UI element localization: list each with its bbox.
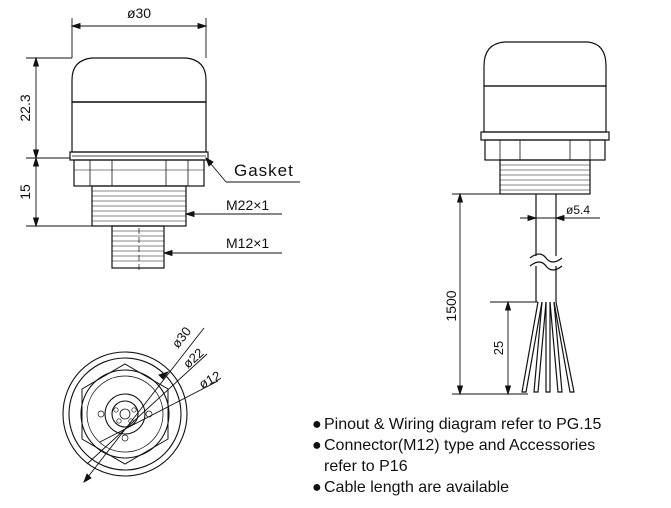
label-m22: M22×1 [226, 197, 269, 213]
notes-block: ● Pinout & Wiring diagram refer to PG.15… [312, 414, 667, 498]
side-view-cable [480, 41, 610, 393]
note-pinout-text: Pinout & Wiring diagram refer to PG.15 [324, 416, 602, 433]
label-bottom-dia30: ø30 [169, 324, 195, 351]
label-22-3: 22.3 [17, 94, 33, 121]
note-connector-text: Connector(M12) type and Accessories [324, 437, 596, 454]
bottom-dim-leaders [83, 327, 219, 484]
bullet-icon: ● [312, 416, 322, 433]
label-gasket: Gasket [234, 161, 294, 180]
dim-cable-lengths [452, 192, 538, 396]
label-bottom-dia12: ø12 [196, 368, 223, 392]
m22-leader [184, 210, 282, 218]
label-1500: 1500 [443, 290, 459, 321]
label-dia30-top: ø30 [127, 5, 151, 21]
dim-cable-dia [520, 214, 600, 222]
bottom-view [62, 351, 188, 477]
dim-dia30-top [70, 18, 208, 58]
label-m12: M12×1 [226, 235, 269, 251]
note-cable-length: ● Cable length are available [312, 477, 667, 498]
note-pinout: ● Pinout & Wiring diagram refer to PG.15 [312, 414, 667, 435]
bullet-icon: ● [312, 479, 322, 496]
note-connector: ● Connector(M12) type and Accessories [312, 435, 667, 456]
label-15: 15 [17, 184, 33, 200]
note-cable-length-text: Cable length are available [324, 479, 510, 496]
side-view-connector [69, 57, 209, 272]
bullet-icon: ● [312, 437, 322, 454]
dim-heights [26, 56, 92, 228]
note-connector-text-2: refer to P16 [324, 458, 408, 475]
label-25: 25 [491, 341, 506, 355]
m12-leader [162, 249, 282, 257]
label-bottom-dia22: ø22 [180, 345, 207, 371]
gasket-leader [205, 156, 300, 183]
label-cable-dia: ø5.4 [566, 203, 590, 217]
